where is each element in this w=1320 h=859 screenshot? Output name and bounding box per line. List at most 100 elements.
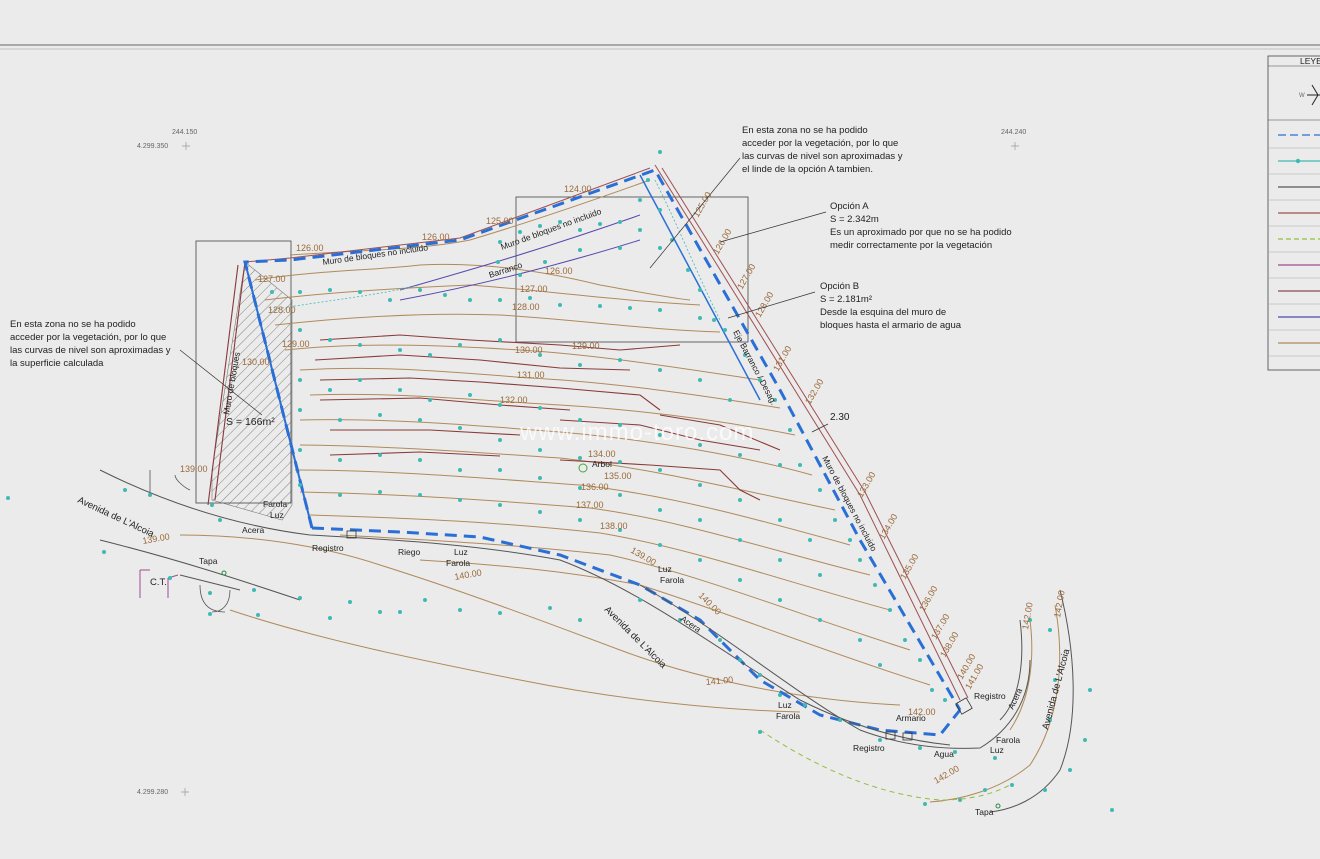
option-b-area: S = 2.181m² <box>820 294 872 305</box>
survey-point <box>888 608 892 612</box>
survey-point <box>458 608 462 612</box>
survey-point <box>208 591 212 595</box>
survey-point <box>328 338 332 342</box>
survey-point <box>1028 618 1032 622</box>
survey-point <box>428 398 432 402</box>
survey-point <box>858 558 862 562</box>
label-riego: Riego <box>398 547 420 557</box>
survey-point <box>468 298 472 302</box>
survey-point <box>698 378 702 382</box>
survey-point <box>298 328 302 332</box>
survey-point <box>638 598 642 602</box>
note-top-line: En esta zona no se ha podido <box>742 125 868 136</box>
survey-point <box>578 363 582 367</box>
streets <box>99 469 1074 813</box>
survey-point <box>498 438 502 442</box>
contour-label: 131.00 <box>517 370 545 380</box>
survey-point <box>878 663 882 667</box>
contour-label: 125.00 <box>486 216 514 226</box>
contour-label: 130.00 <box>242 357 270 367</box>
contour-label: 140.00 <box>454 567 483 582</box>
contour-label: 131.00 <box>771 344 793 373</box>
coord-y1: 4.299.350 <box>137 143 168 150</box>
option-a-line: medir correctamente por la vegetación <box>830 240 992 251</box>
survey-point <box>1048 718 1052 722</box>
registro-box-icon <box>346 530 357 539</box>
north-arrow-icon <box>1307 84 1320 106</box>
contour-label: 142.00 <box>908 707 936 717</box>
survey-point <box>218 518 222 522</box>
survey-point <box>418 418 422 422</box>
survey-point <box>658 308 662 312</box>
manhole-icon <box>221 570 227 576</box>
contour-label: 127.00 <box>258 274 286 284</box>
survey-point <box>538 353 542 357</box>
survey-point <box>698 558 702 562</box>
label-registro1: Registro <box>312 543 344 553</box>
survey-point <box>298 596 302 600</box>
note-top-line: las curvas de nivel son aproximadas y <box>742 151 903 162</box>
survey-point <box>558 303 562 307</box>
survey-point <box>298 290 302 294</box>
option-a-area: S = 2.342m <box>830 214 879 225</box>
survey-point <box>398 348 402 352</box>
survey-point <box>538 406 542 410</box>
survey-point <box>338 418 342 422</box>
survey-point <box>778 693 782 697</box>
option-b-title: Opción B <box>820 281 859 292</box>
note-top: En esta zona no se ha podido acceder por… <box>649 125 903 269</box>
survey-point <box>578 248 582 252</box>
label-acera1: Acera <box>242 525 264 535</box>
survey-point <box>538 476 542 480</box>
contour-label: 129.00 <box>572 341 600 351</box>
survey-point <box>858 638 862 642</box>
survey-point <box>918 658 922 662</box>
survey-point <box>903 638 907 642</box>
survey-point <box>468 393 472 397</box>
survey-point <box>252 588 256 592</box>
tree-icon <box>578 463 588 473</box>
contour-label: 136.00 <box>917 584 939 613</box>
survey-point <box>558 220 562 224</box>
armario-box-icon <box>902 732 913 741</box>
label-armario: Armario <box>896 713 926 723</box>
contour-label: 142.00 <box>1020 601 1035 630</box>
survey-point <box>298 448 302 452</box>
survey-point <box>298 483 302 487</box>
survey-point <box>378 453 382 457</box>
notes: En esta zona no se ha podido acceder por… <box>10 125 1012 416</box>
survey-point <box>578 486 582 490</box>
watermark: www.immo-toro.com <box>519 419 754 446</box>
contour-label: 127.00 <box>520 284 548 294</box>
survey-point <box>833 518 837 522</box>
survey-point <box>148 493 152 497</box>
survey-point <box>983 788 987 792</box>
coord-y2: 4.299.280 <box>137 789 168 796</box>
survey-point <box>1010 783 1014 787</box>
note-top-line: el linde de la opción A tambien. <box>742 164 873 175</box>
survey-point <box>498 338 502 342</box>
survey-point <box>168 576 172 580</box>
survey-point <box>1048 628 1052 632</box>
break-lines <box>207 261 781 506</box>
survey-point <box>778 463 782 467</box>
survey-point <box>658 150 662 154</box>
survey-point <box>738 658 742 662</box>
survey-point <box>443 293 447 297</box>
survey-point <box>658 468 662 472</box>
survey-point <box>818 573 822 577</box>
contour-label: 142.00 <box>1052 589 1067 618</box>
option-b-line: Desde la esquina del muro de <box>820 307 946 318</box>
survey-point <box>873 583 877 587</box>
survey-point <box>578 456 582 460</box>
contour-label: 126.00 <box>545 266 573 276</box>
label-farola3: Farola <box>776 711 800 721</box>
label-muro-top: Muro de bloques no incluido <box>322 242 429 267</box>
survey-point <box>778 518 782 522</box>
survey-point <box>818 488 822 492</box>
contour-label: 138.00 <box>600 521 628 531</box>
survey-point <box>618 358 622 362</box>
survey-point <box>548 606 552 610</box>
survey-point <box>338 493 342 497</box>
